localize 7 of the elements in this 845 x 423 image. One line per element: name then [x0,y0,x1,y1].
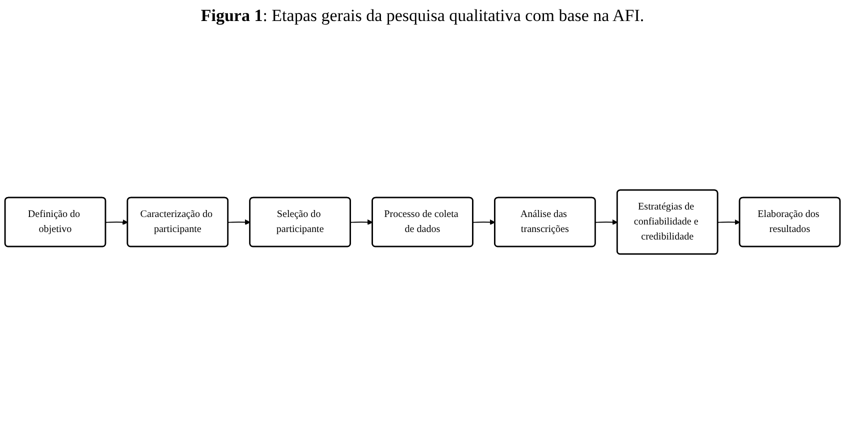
arrow [472,220,496,226]
arrow [594,220,618,226]
arrow [717,220,740,226]
arrow [105,220,128,226]
arrow [350,220,373,226]
arrow [228,220,250,226]
figure-title: Figura 1: Etapas gerais da pesquisa qualitativa com base na AFI. [200,6,646,26]
